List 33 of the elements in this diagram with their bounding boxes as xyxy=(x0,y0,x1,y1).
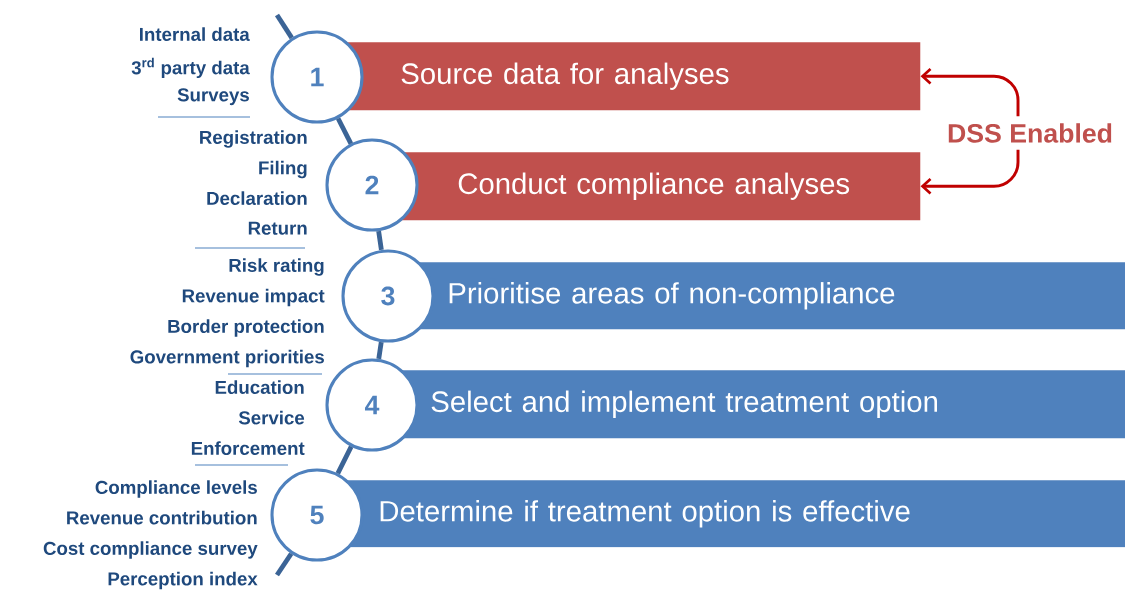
step-bar: Source data for analyses xyxy=(345,42,921,111)
list-item: Education xyxy=(215,380,304,394)
connector-line xyxy=(336,117,354,145)
list-item: Service xyxy=(238,410,305,425)
list-item: 3$^{rd}$ party data xyxy=(131,57,250,79)
list-item: Return xyxy=(248,221,307,235)
list-item: Enforcement xyxy=(191,441,305,455)
connector-line xyxy=(376,341,384,360)
annotation-text: DSS Enabled xyxy=(948,123,1112,143)
list-item: Perception index xyxy=(108,571,258,590)
list-item: Surveys xyxy=(177,88,249,106)
list-item: Internal data xyxy=(140,27,250,41)
step-bar: Select and implement treatment option xyxy=(400,370,1125,439)
list-item: Border protection xyxy=(168,319,324,337)
connector-line xyxy=(335,445,354,475)
curved-arrow xyxy=(920,67,1020,117)
connector-line xyxy=(376,230,384,251)
list-item: Risk rating xyxy=(229,258,324,276)
list-item: Registration xyxy=(200,130,307,148)
connector-line xyxy=(275,552,294,577)
list-item: Filing xyxy=(259,160,307,179)
list-item: Revenue impact xyxy=(182,288,325,307)
list-item: Government priorities xyxy=(130,349,324,368)
list-item: Declaration xyxy=(207,191,307,205)
node-label: 5 xyxy=(310,505,324,525)
list-item: Revenue contribution xyxy=(67,510,257,525)
list-item: Compliance levels xyxy=(95,480,257,498)
step-bar: Determine if treatment option is effective xyxy=(345,480,1125,548)
curved-arrow xyxy=(920,149,1020,195)
step-bar: Conduct compliance analyses xyxy=(400,152,921,221)
step-bar: Prioritise areas of non-compliance xyxy=(415,262,1125,330)
list-item: Cost compliance survey xyxy=(43,541,258,559)
connector-line xyxy=(275,13,294,40)
